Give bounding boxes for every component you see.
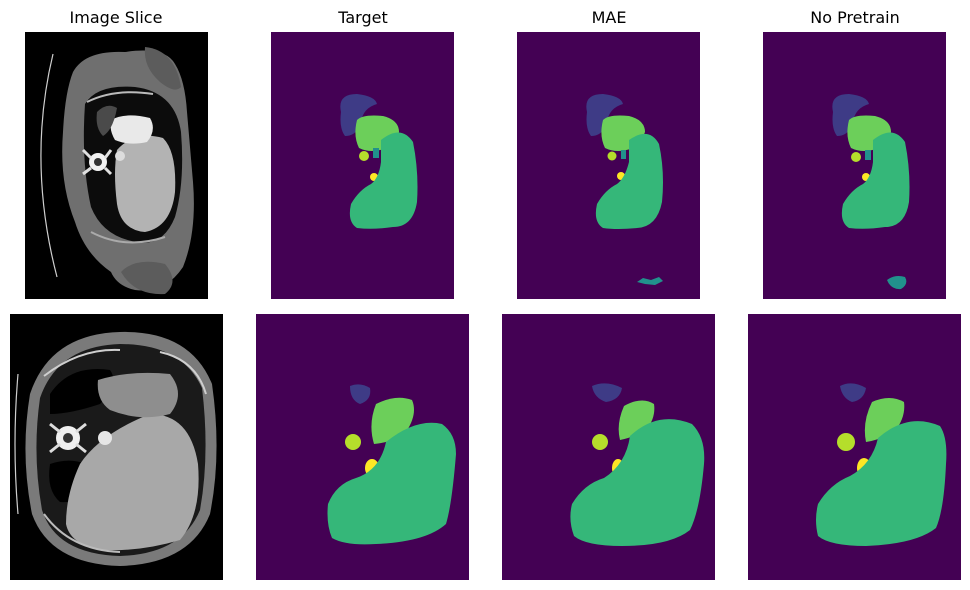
column-title-target: Target <box>338 8 388 27</box>
column-title-mae: MAE <box>591 8 627 27</box>
column-title-no-pretrain: No Pretrain <box>810 8 900 27</box>
mae-prediction-row2 <box>502 314 715 580</box>
no-pretrain-prediction-row2 <box>748 314 961 580</box>
ct-image-slice-row1 <box>25 32 208 299</box>
column-title-image-slice: Image Slice <box>69 8 163 27</box>
ct-image-slice-row2 <box>10 314 223 580</box>
no-pretrain-prediction-row1 <box>763 32 946 299</box>
target-mask-row2 <box>256 314 469 580</box>
target-mask-row1 <box>271 32 454 299</box>
mae-prediction-row1 <box>517 32 700 299</box>
